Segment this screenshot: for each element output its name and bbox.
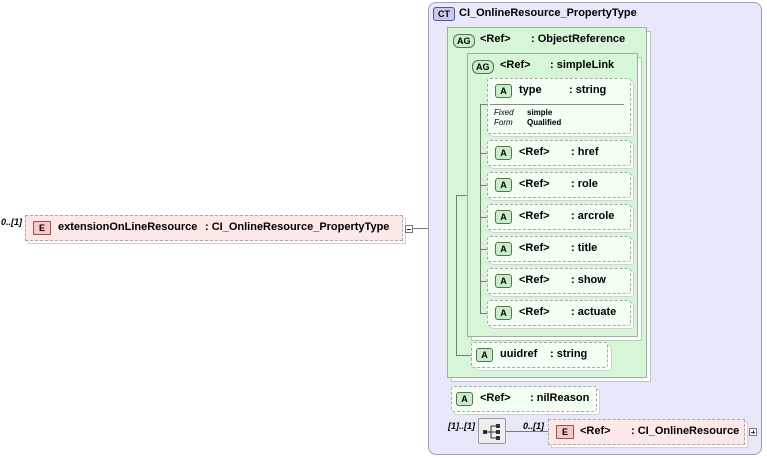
complex-type-badge: CT	[433, 7, 455, 21]
element-badge: E	[556, 425, 574, 439]
attribute-group-badge: AG	[453, 34, 475, 48]
attribute-badge: A	[476, 348, 493, 362]
uuidref-type: : string	[550, 348, 588, 360]
root-cardinality: 0..[1]	[1, 217, 23, 227]
object-reference-ref: <Ref>	[480, 33, 511, 45]
sequence-cardinality: [1]..[1]	[448, 421, 475, 431]
nilreason-attribute[interactable]	[451, 386, 597, 412]
connector-actuate	[480, 313, 489, 314]
root-element-box[interactable]	[25, 215, 403, 241]
fixed-label: Fixed	[494, 108, 514, 117]
expand-toggle-icon[interactable]	[749, 428, 757, 436]
connector-role	[480, 185, 489, 186]
link-attribute-ref: <Ref>	[519, 178, 550, 190]
connector-root	[413, 228, 438, 229]
sequence-compositor[interactable]	[478, 418, 506, 444]
nilreason-name: : nilReason	[530, 392, 590, 404]
connector-to-onlineresource	[506, 431, 548, 432]
online-resource-cardinality: 0..[1]	[523, 421, 545, 431]
attribute-badge: A	[495, 274, 512, 288]
connector-ag-vertical	[456, 195, 457, 355]
connector-show	[480, 281, 489, 282]
link-attribute-ref: <Ref>	[519, 306, 550, 318]
uuidref-name: uuidref	[500, 348, 538, 360]
attribute-badge: A	[495, 210, 512, 224]
uuidref-attribute[interactable]	[471, 342, 608, 368]
simple-link-name: : simpleLink	[550, 59, 615, 71]
connector-href	[480, 153, 489, 154]
connector-link-vertical	[480, 104, 481, 313]
link-attribute-name: : show	[571, 274, 606, 286]
root-element-type: : CI_OnlineResource_PropertyType	[205, 221, 390, 233]
collapse-toggle-icon[interactable]	[405, 225, 413, 233]
link-attribute-name: : arcrole	[571, 210, 615, 222]
connector-to-simplelink	[456, 195, 468, 196]
link-attribute-ref: <Ref>	[519, 242, 550, 254]
link-attribute-ref: <Ref>	[519, 146, 550, 158]
link-attribute-ref: <Ref>	[519, 274, 550, 286]
online-resource-name: : CI_OnlineResource	[631, 425, 740, 437]
connector-type	[480, 104, 489, 105]
attribute-badge: A	[495, 306, 512, 320]
simple-link-ref: <Ref>	[500, 59, 531, 71]
nilreason-ref: <Ref>	[480, 392, 511, 404]
type-attribute-type: : string	[569, 84, 607, 96]
type-attribute-divider	[490, 104, 624, 105]
complex-type-name: CI_OnlineResource_PropertyType	[459, 7, 637, 19]
form-value: Qualified	[527, 118, 562, 127]
attribute-badge: A	[495, 84, 512, 98]
attribute-badge: A	[495, 178, 512, 192]
fixed-value: simple	[527, 108, 553, 117]
connector-title	[480, 249, 489, 250]
form-label: Form	[494, 118, 513, 127]
root-element-name: extensionOnLineResource	[58, 221, 198, 233]
online-resource-element[interactable]	[548, 419, 745, 445]
attribute-badge: A	[495, 146, 512, 160]
element-badge: E	[33, 221, 51, 235]
link-attribute-name: : href	[571, 146, 599, 158]
link-attribute-ref: <Ref>	[519, 210, 550, 222]
link-attribute-name: : title	[571, 242, 598, 254]
link-attribute-name: : actuate	[571, 306, 617, 318]
sequence-icon	[483, 424, 500, 440]
object-reference-name: : ObjectReference	[531, 33, 626, 45]
attribute-badge: A	[456, 392, 473, 406]
type-attribute-name: type	[519, 84, 542, 96]
connector-arcrole	[480, 217, 489, 218]
attribute-badge: A	[495, 242, 512, 256]
online-resource-ref: <Ref>	[580, 425, 611, 437]
attribute-group-badge: AG	[472, 60, 494, 74]
connector-to-uuidref	[456, 355, 471, 356]
link-attribute-name: : role	[571, 178, 598, 190]
